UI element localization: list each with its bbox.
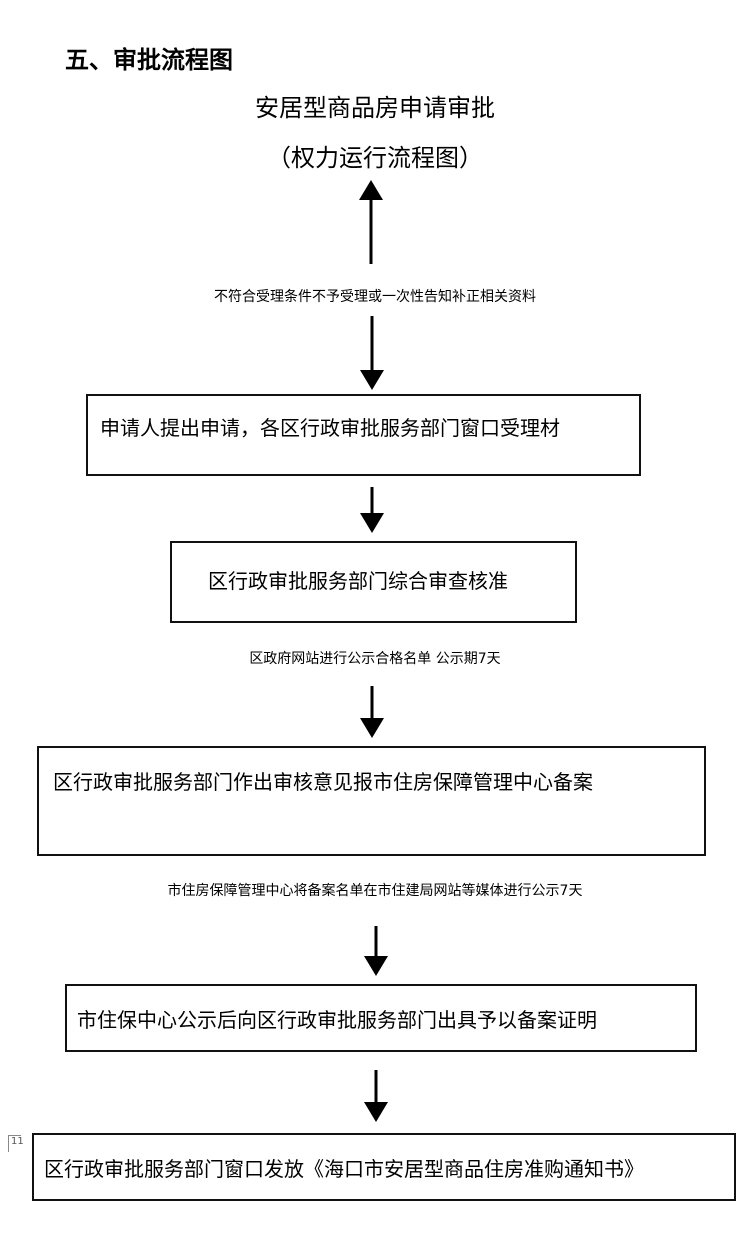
step-2-box: 区行政审批服务部门综合审查核准	[170, 541, 577, 623]
step-4-box: 市住保中心公示后向区行政审批服务部门出具予以备案证明	[65, 984, 697, 1052]
arrow-down-4	[364, 926, 388, 976]
step-5-label: 区行政审批服务部门窗口发放《海口市安居型商品住房准购通知书》	[44, 1157, 644, 1181]
step-5-box: 区行政审批服务部门窗口发放《海口市安居型商品住房准购通知书》	[32, 1133, 736, 1201]
page-number: 11	[8, 1135, 24, 1152]
note-publicity-city: 市住房保障管理中心将备案名单在市住建局网站等媒体进行公示7天	[167, 883, 583, 899]
arrow-down-1	[360, 316, 384, 390]
step-3-box: 区行政审批服务部门作出审核意见报市住房保障管理中心备案	[37, 746, 706, 856]
section-heading: 五、审批流程图	[65, 46, 233, 74]
step-1-label: 申请人提出申请，各区行政审批服务部门窗口受理材	[100, 416, 560, 440]
arrow-down-2	[360, 487, 384, 533]
step-1-box: 申请人提出申请，各区行政审批服务部门窗口受理材	[86, 394, 641, 476]
diagram-subtitle: （权力运行流程图）	[267, 144, 483, 172]
arrow-down-5	[364, 1070, 388, 1122]
note-publicity-district: 区政府网站进行公示合格名单 公示期7天	[249, 651, 501, 667]
step-4-label: 市住保中心公示后向区行政审批服务部门出具予以备案证明	[77, 1008, 597, 1032]
step-3-label: 区行政审批服务部门作出审核意见报市住房保障管理中心备案	[53, 770, 593, 794]
arrow-down-3	[360, 686, 384, 738]
diagram-title: 安居型商品房申请审批	[255, 94, 495, 122]
note-reject: 不符合受理条件不予受理或一次性告知补正相关资料	[214, 289, 536, 305]
step-2-label: 区行政审批服务部门综合审查核准	[208, 569, 508, 593]
arrow-up-reject	[359, 180, 383, 264]
